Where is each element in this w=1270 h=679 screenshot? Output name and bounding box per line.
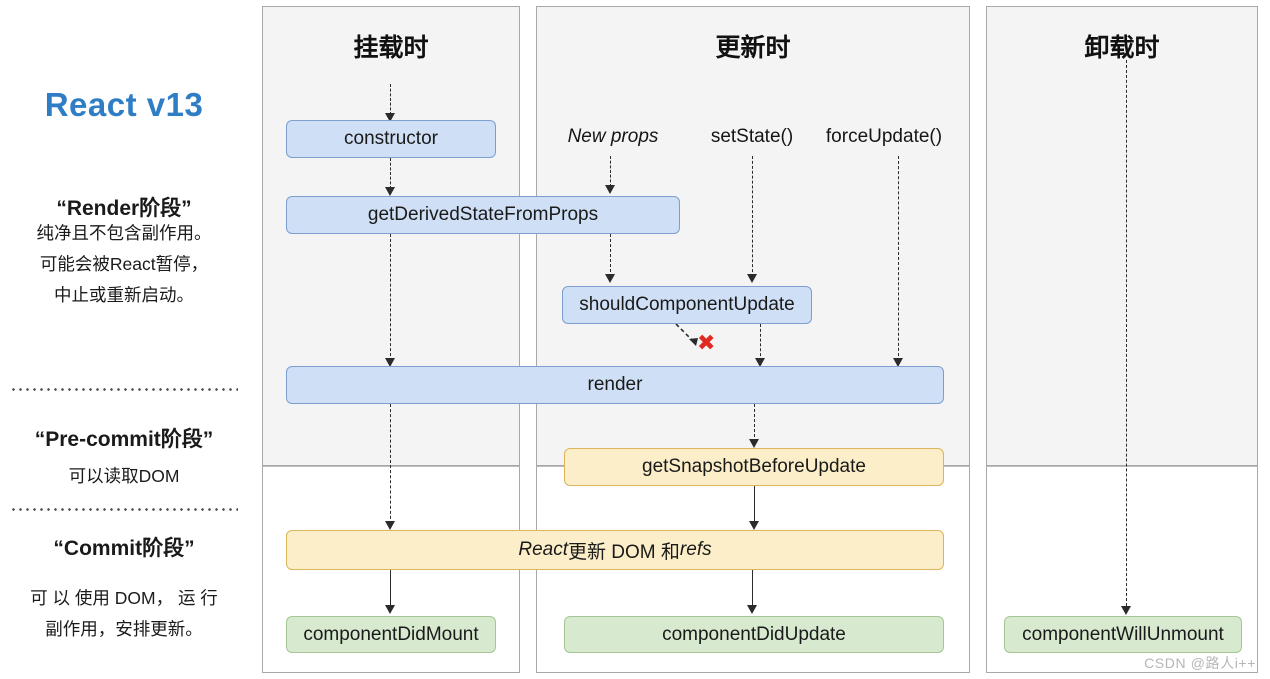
- legend-heading-commit: “Commit阶段”: [53, 537, 195, 560]
- arrow-head-scu-to-render: [755, 358, 765, 367]
- node-component-did-mount[interactable]: componentDidMount: [286, 616, 496, 653]
- column-title-mounting: 挂载时: [353, 34, 429, 62]
- arrow-head-unmount: [1121, 606, 1131, 615]
- arrow-line-unmount: [1126, 60, 1127, 611]
- arrow-head-dom-to-component-did-mount: [385, 605, 395, 614]
- legend-divider-top: [10, 388, 238, 391]
- legend-line: 可能会被React暂停，: [39, 254, 209, 274]
- legend-line: 可以读取DOM: [68, 466, 180, 486]
- arrow-head-new-props-to-gdsfp: [605, 185, 615, 194]
- column-title-updating: 更新时: [715, 34, 791, 62]
- arrow-head-force-update-to-render: [893, 358, 903, 367]
- arrow-head-render-to-gsbu: [749, 439, 759, 448]
- legend-line: 纯净且不包含副作用。: [36, 223, 212, 243]
- node-react-updates-dom-pre: React: [518, 539, 569, 560]
- arrow-line-dom-to-component-did-update: [752, 570, 753, 608]
- legend-line: 中止或重新启动。: [54, 285, 194, 305]
- arrow-line-new-props-to-gdsfp: [610, 156, 611, 187]
- arrow-line-gsbu-to-dom: [754, 486, 755, 524]
- legend-line: 可 以 使用 DOM， 运 行: [30, 588, 218, 608]
- node-constructor[interactable]: constructor: [286, 120, 496, 158]
- node-should-component-update[interactable]: shouldComponentUpdate: [562, 286, 812, 324]
- arrow-line-force-update-to-render: [898, 156, 899, 361]
- legend-body-render: 纯净且不包含副作用。 可能会被React暂停， 中止或重新启动。: [0, 218, 248, 311]
- legend-body-commit: 可 以 使用 DOM， 运 行 副作用，安排更新。: [0, 583, 248, 645]
- skip-render-x-icon: ✖: [697, 330, 716, 355]
- page-title: React v13: [44, 86, 204, 123]
- node-render[interactable]: render: [286, 366, 944, 404]
- watermark: CSDN @路人i++: [1144, 655, 1256, 671]
- arrow-head-gdsfp-to-render: [385, 358, 395, 367]
- arrow-skip-render: [675, 323, 698, 346]
- arrow-line-constructor-to-gdsfp: [390, 158, 391, 189]
- node-get-snapshot-before-update[interactable]: getSnapshotBeforeUpdate: [564, 448, 944, 486]
- arrow-line-start-to-constructor: [390, 84, 391, 115]
- trigger-set-state: setState(): [710, 126, 794, 147]
- arrow-head-set-state-to-scu: [747, 274, 757, 283]
- trigger-force-update: forceUpdate(): [825, 126, 943, 147]
- node-react-updates-dom-mid: 更新 DOM 和: [568, 541, 680, 563]
- legend-line: 副作用，安排更新。: [45, 619, 203, 639]
- arrow-head-gsbu-to-dom: [749, 521, 759, 530]
- arrow-line-scu-to-render: [760, 324, 761, 361]
- arrow-line-gdsfp-to-scu: [610, 234, 611, 277]
- arrow-head-dom-to-component-did-update: [747, 605, 757, 614]
- arrow-head-start-to-constructor: [385, 113, 395, 122]
- arrow-line-set-state-to-scu: [752, 156, 753, 277]
- node-get-derived-state-from-props[interactable]: getDerivedStateFromProps: [286, 196, 680, 234]
- column-title-unmounting: 卸载时: [1084, 34, 1160, 62]
- arrow-head-gdsfp-to-scu: [605, 274, 615, 283]
- node-component-did-update[interactable]: componentDidUpdate: [564, 616, 944, 653]
- arrow-line-render-to-gsbu: [754, 404, 755, 442]
- arrow-line-render-to-react-updates-dom-mount: [390, 404, 391, 524]
- legend-heading-pre-commit: “Pre-commit阶段”: [34, 428, 214, 451]
- arrow-head-constructor-to-gdsfp: [385, 187, 395, 196]
- legend-heading-render: “Render阶段”: [56, 197, 192, 220]
- node-component-will-unmount[interactable]: componentWillUnmount: [1004, 616, 1242, 653]
- arrow-head-render-to-react-updates-dom-mount: [385, 521, 395, 530]
- arrow-line-gdsfp-to-render: [390, 234, 391, 361]
- panel-unmounting-render: [986, 6, 1258, 466]
- legend-body-pre-commit: 可以读取DOM: [0, 461, 248, 492]
- trigger-new-props: New props: [567, 126, 659, 147]
- legend-divider-bottom: [10, 508, 238, 511]
- arrow-line-dom-to-component-did-mount: [390, 570, 391, 608]
- node-react-updates-dom-post: refs: [679, 539, 712, 560]
